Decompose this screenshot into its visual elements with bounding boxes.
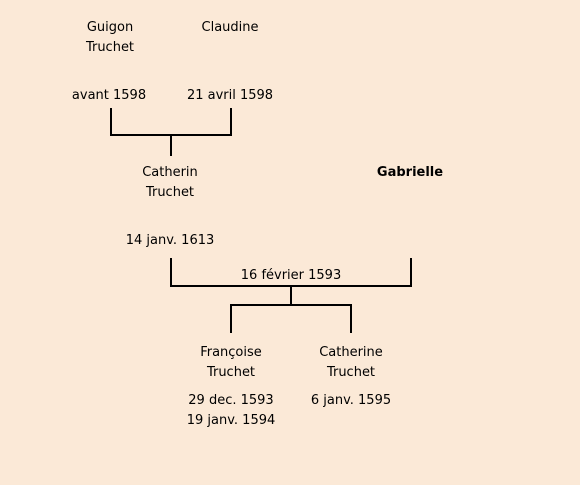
person-francoise-death-date: 19 janv. 1594 bbox=[186, 413, 276, 428]
parents-couple-bracket bbox=[110, 108, 232, 136]
person-catherine-first-name: Catherine bbox=[319, 345, 383, 360]
children-bracket bbox=[230, 304, 352, 333]
person-claudine-first-name: Claudine bbox=[201, 20, 259, 35]
person-catherine-last-name: Truchet bbox=[326, 365, 376, 380]
person-francoise-first-name: Françoise bbox=[200, 345, 262, 360]
person-catherine-date: 6 janv. 1595 bbox=[310, 393, 392, 408]
person-catherin-first-name: Catherin bbox=[142, 165, 198, 180]
person-guigon-first-name: Guigon bbox=[86, 20, 134, 35]
marriage-date: 16 février 1593 bbox=[240, 268, 342, 283]
person-catherin-last-name: Truchet bbox=[145, 185, 195, 200]
person-francoise-birth-date: 29 dec. 1593 bbox=[188, 393, 274, 408]
person-catherin-date: 14 janv. 1613 bbox=[125, 233, 215, 248]
person-francoise-last-name: Truchet bbox=[206, 365, 256, 380]
person-guigon-date: avant 1598 bbox=[71, 88, 147, 103]
person-gabrielle-first-name: Gabrielle bbox=[376, 165, 444, 180]
person-guigon-last-name: Truchet bbox=[85, 40, 135, 55]
person-claudine-date: 21 avril 1598 bbox=[186, 88, 274, 103]
